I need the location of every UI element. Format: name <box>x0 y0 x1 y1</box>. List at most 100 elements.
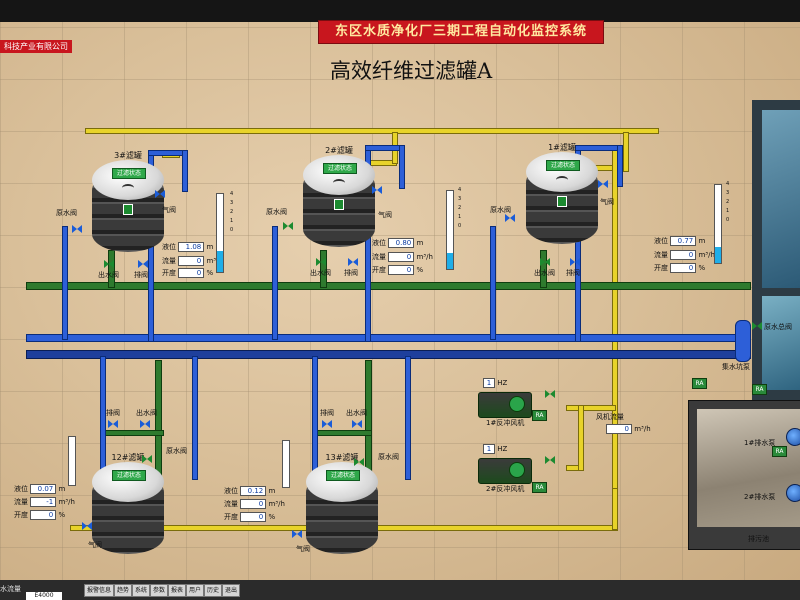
tank-12[interactable]: 12#滤罐 过滤状态 <box>92 453 164 562</box>
raw-valve-1[interactable] <box>505 214 515 222</box>
tank-3[interactable]: 3#滤罐 过滤状态 <box>92 151 164 260</box>
opening-label: 开度 <box>372 266 386 274</box>
tick: 3 <box>458 196 462 202</box>
opening-value: 0 <box>240 512 267 522</box>
drain-valve-1[interactable] <box>570 258 580 266</box>
air-valve-13[interactable] <box>292 530 302 538</box>
status-value: E4000 <box>26 592 62 600</box>
air-valve-label-13: 气阀 <box>296 545 310 553</box>
drain-pump-2-label: 2#排水泵 <box>744 493 776 501</box>
raw-valve-3[interactable] <box>72 225 82 233</box>
level-bar-3 <box>216 193 224 273</box>
raw-water-header-pipe <box>26 334 751 342</box>
opening-label: 开度 <box>224 513 238 521</box>
raw-valve-2[interactable] <box>283 222 293 230</box>
raw-pipe-12 <box>192 356 198 480</box>
drain-valve-13[interactable] <box>322 420 332 428</box>
drain-valve-2[interactable] <box>348 258 358 266</box>
sump-label: 排污池 <box>748 535 769 543</box>
tick: 0 <box>230 227 234 233</box>
opening-value: 0 <box>30 510 57 520</box>
outlet-valve-3[interactable] <box>104 260 114 268</box>
outlet-valve-12[interactable] <box>140 420 150 428</box>
tank-2[interactable]: 2#滤罐 过滤状态 <box>303 146 375 255</box>
right-ra: RA <box>752 384 767 395</box>
drain-pump-2[interactable] <box>786 484 800 502</box>
toolbar-button-params[interactable]: 参数 <box>150 584 168 597</box>
tank-label: 12#滤罐 <box>111 453 145 462</box>
opening-value: 0 <box>178 268 205 278</box>
tick: 0 <box>726 217 730 223</box>
tank-13[interactable]: 13#滤罐 过滤状态 <box>306 453 378 562</box>
level-label: 液位 <box>14 485 28 493</box>
air-valve-12[interactable] <box>82 522 92 530</box>
flow-value: -1 <box>30 497 57 507</box>
toolbar-button-user[interactable]: 用户 <box>186 584 204 597</box>
level-label: 液位 <box>224 487 238 495</box>
outlet-valve-label-1: 出水阀 <box>534 269 555 277</box>
drain-pump-1[interactable] <box>786 428 800 446</box>
level-label: 液位 <box>654 237 668 245</box>
toolbar-button-system[interactable]: 系统 <box>132 584 150 597</box>
tank-top <box>92 160 164 200</box>
outlet-valve-2[interactable] <box>316 258 326 266</box>
raw-valve-13[interactable] <box>354 458 364 466</box>
level-unit: m <box>268 487 276 495</box>
opening-value: 0 <box>670 263 697 273</box>
outlet-pipe-1 <box>540 250 547 288</box>
toolbar-button-exit[interactable]: 退出 <box>222 584 240 597</box>
toolbar-button-alarm[interactable]: 报警信息 <box>84 584 114 597</box>
blower-2[interactable] <box>478 458 532 484</box>
monitor-bezel <box>0 0 800 22</box>
outlet-valve-13[interactable] <box>352 420 362 428</box>
raw-valve-label-3: 原水阀 <box>56 209 77 217</box>
drain-valve-label-12: 排阀 <box>106 409 120 417</box>
flow-value: 0 <box>670 250 697 260</box>
drain-valve-3[interactable] <box>138 260 148 268</box>
blower-flow-value: 0 <box>606 424 632 434</box>
hz-value: 1 <box>483 444 495 454</box>
flow-label: 流量 <box>372 253 386 261</box>
opening-label: 开度 <box>162 269 176 277</box>
tick: 0 <box>458 223 462 229</box>
air-valve-1[interactable] <box>598 180 608 188</box>
flow-label: 流量 <box>654 251 668 259</box>
air-valve-2[interactable] <box>372 186 382 194</box>
blower-2-ra: RA <box>532 482 547 493</box>
toolbar-button-history[interactable]: 历史 <box>204 584 222 597</box>
level-bar-12 <box>68 436 76 486</box>
tank-top <box>303 155 375 195</box>
blower-1-valve[interactable] <box>545 390 555 398</box>
tank-1[interactable]: 1#滤罐 过滤状态 <box>526 143 598 252</box>
toolbar-button-report[interactable]: 报表 <box>168 584 186 597</box>
outlet-valve-1[interactable] <box>540 258 550 266</box>
backwash-drop-1 <box>617 145 623 187</box>
raw-valve-12[interactable] <box>142 455 152 463</box>
drain-valve-label-13: 排阀 <box>320 409 334 417</box>
tick: 4 <box>458 187 462 193</box>
air-valve-3[interactable] <box>155 190 165 198</box>
pressure-gauge-icon <box>556 176 568 184</box>
readout-opening-3: 开度 0 % <box>162 268 213 278</box>
flow-label: 流量 <box>162 257 176 265</box>
blower-1[interactable] <box>478 392 532 418</box>
outlet-valve-label-12: 出水阀 <box>136 409 157 417</box>
blower-2-valve[interactable] <box>545 456 555 464</box>
hz-unit: HZ <box>497 445 508 453</box>
raw-main-valve[interactable] <box>752 322 762 330</box>
tick: 1 <box>230 218 234 224</box>
level-value: 0.07 <box>30 484 57 494</box>
run-indicator <box>557 196 567 207</box>
flow-unit: m³/h <box>268 500 285 508</box>
toolbar-button-trend[interactable]: 趋势 <box>114 584 132 597</box>
sump-pump-ra: RA <box>692 378 707 389</box>
tank-top <box>526 152 598 192</box>
sewage-sump <box>688 400 800 550</box>
readout-opening-13: 开度 0 % <box>224 512 275 522</box>
drain-valve-12[interactable] <box>108 420 118 428</box>
level-unit: m <box>698 237 706 245</box>
drain-valve-label-2: 排阀 <box>344 269 358 277</box>
flow-label: 流量 <box>14 498 28 506</box>
